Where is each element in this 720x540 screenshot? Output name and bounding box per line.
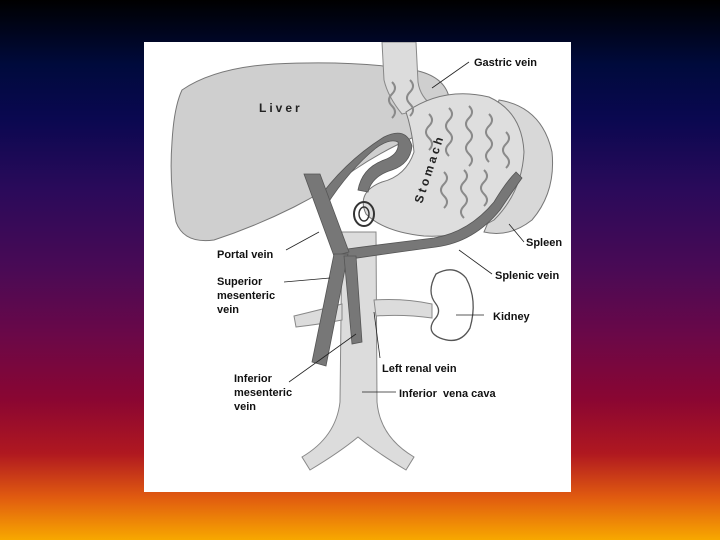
left-renal-vein-label: Left renal vein [382,363,457,375]
liver-label: Liver [259,101,303,115]
inferior-vena-cava-label: Inferior vena cava [399,388,496,400]
portal-circulation-diagram: Liver Stomach Gastric vein Spleen Portal… [144,42,571,492]
inferior-mesenteric-label-line1: Inferior [234,373,273,385]
inferior-mesenteric-label-line2: mesenteric [234,387,292,399]
anatomy-illustration: Liver Stomach Gastric vein Spleen Portal… [144,42,571,492]
kidney-shape [431,270,473,341]
gastric-vein-leader [432,62,469,88]
left-renal-vein-shape [374,300,432,319]
spleen-label: Spleen [526,237,562,249]
gastric-vein-label: Gastric vein [474,57,537,69]
portal-vein-label: Portal vein [217,249,274,261]
superior-mesenteric-label-line1: Superior [217,276,263,288]
splenic-vein-label: Splenic vein [495,270,559,282]
splenic-vein-leader [459,250,492,274]
superior-mesenteric-label-line2: mesenteric [217,290,275,302]
kidney-label: Kidney [493,311,531,323]
portal-vein-leader [286,232,319,250]
inferior-mesenteric-label-line3: vein [234,401,256,413]
superior-mesenteric-leader [284,278,330,282]
superior-mesenteric-label-line3: vein [217,304,239,316]
